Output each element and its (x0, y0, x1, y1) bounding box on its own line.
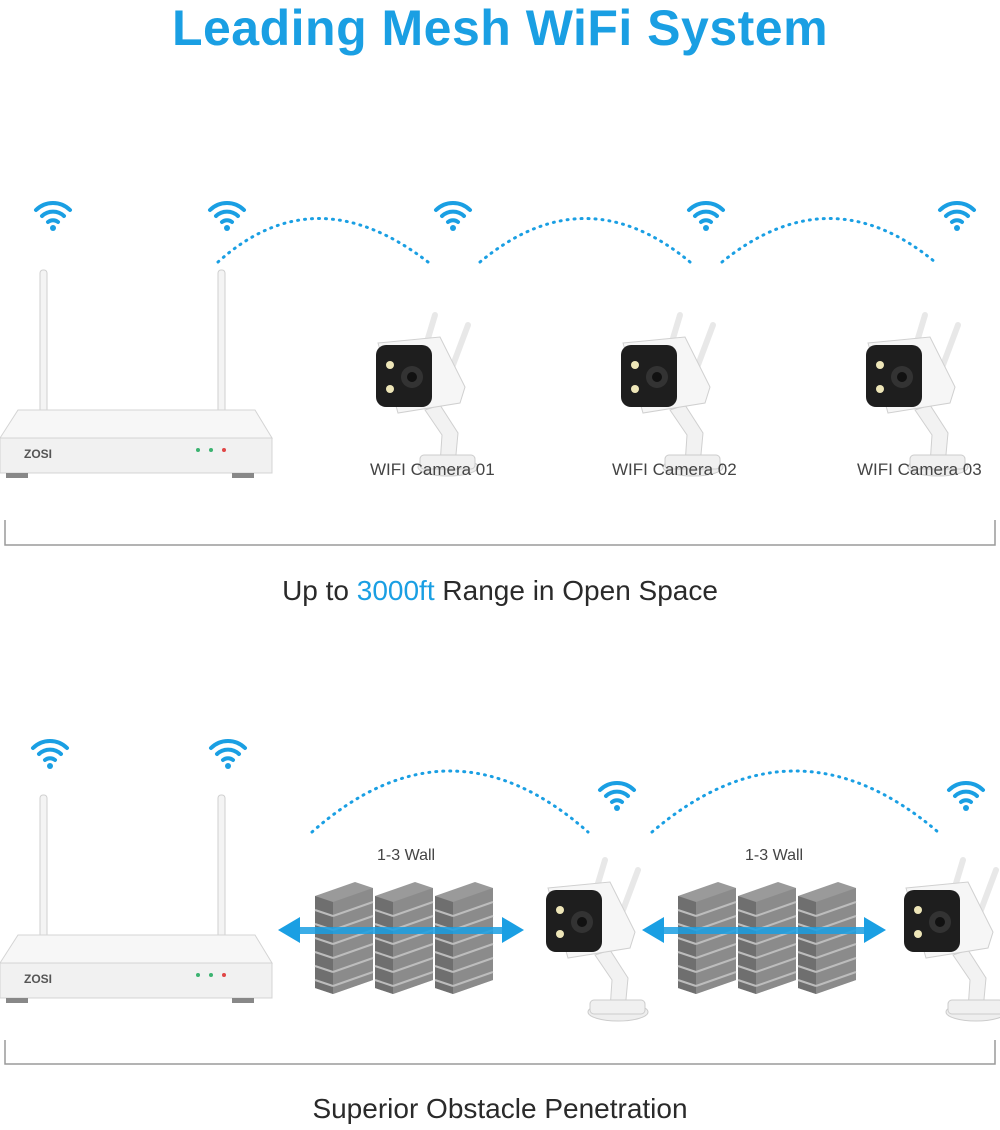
wifi-icon (31, 738, 69, 771)
brick-wall (797, 881, 857, 995)
wifi-icon (947, 780, 985, 813)
camera-label: WIFI Camera 01 (370, 460, 495, 479)
camera-2 (621, 315, 723, 476)
penetration-bracket (4, 1040, 996, 1065)
caption-suffix: Range in Open Space (434, 575, 718, 606)
router-2 (0, 794, 273, 1004)
range-bracket (4, 520, 996, 546)
camera-4 (546, 860, 648, 1021)
penetration-caption: Superior Obstacle Penetration (312, 1093, 688, 1124)
camera-5 (904, 860, 1000, 1021)
brick-wall (374, 881, 434, 995)
signal-arc (310, 769, 940, 834)
brick-wall (677, 881, 737, 995)
wifi-icon (434, 200, 472, 233)
wifi-icon (209, 738, 247, 771)
double-arrow (642, 917, 886, 943)
wall-label: 1-3 Wall (745, 847, 804, 864)
signal-arc (216, 217, 937, 264)
wall-label: 1-3 Wall (377, 847, 436, 864)
wifi-icon (34, 200, 72, 233)
brick-wall (737, 881, 797, 995)
wifi-icon (208, 200, 246, 233)
caption-prefix: Up to (282, 575, 357, 606)
brick-wall (314, 881, 374, 995)
range-caption: Up to 3000ft Range in Open Space (0, 575, 1000, 607)
camera-label: WIFI Camera 02 (612, 460, 737, 479)
caption-highlight: 3000ft (356, 575, 435, 606)
camera-1 (376, 315, 478, 476)
camera-label: WIFI Camera 03 (857, 460, 982, 479)
brick-wall (434, 881, 494, 995)
router-1 (0, 269, 273, 479)
wifi-icon (598, 780, 636, 813)
double-arrow (278, 917, 524, 943)
wifi-icon (687, 200, 725, 233)
camera-3 (866, 315, 968, 476)
wifi-icon (938, 200, 976, 233)
page-title: Leading Mesh WiFi System (171, 0, 829, 56)
